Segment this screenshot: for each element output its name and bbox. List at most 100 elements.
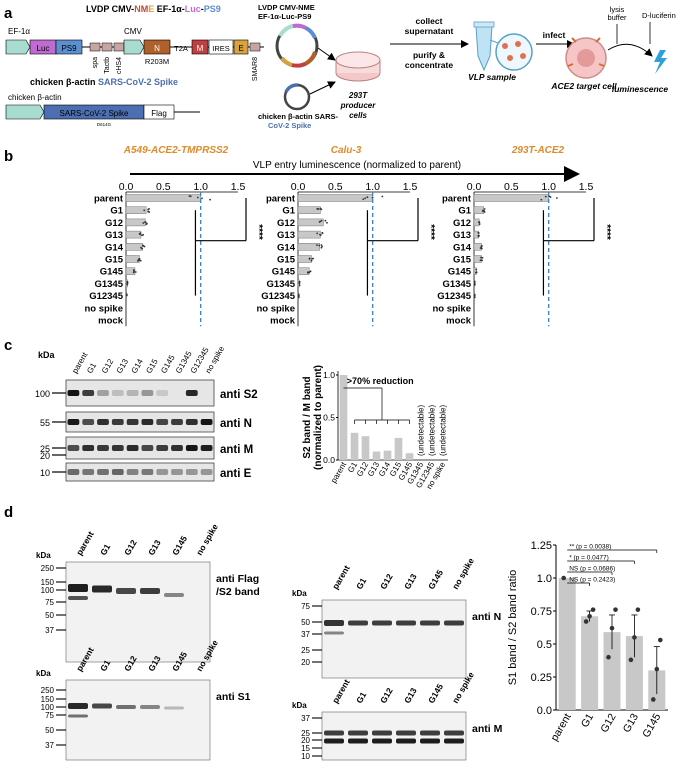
cmv-label: CMV [124,27,142,36]
category-label: G14 [105,242,124,253]
bar [603,632,621,710]
data-point [473,283,476,286]
category-label: G1 [110,206,123,217]
lane-label: G1 [354,690,368,705]
category-label: G1345 [442,279,471,290]
producer-cells-line3: cells [349,111,367,120]
blot-band [111,469,124,475]
vlp-sample-label: VLP sample [468,72,516,82]
panel-c-label: c [4,337,12,354]
blot-label: anti M [220,444,253,456]
data-point [473,294,476,296]
bar [473,267,477,275]
data-point [544,195,547,198]
blot-band [324,631,344,635]
blot-band [92,703,112,709]
data-point [587,613,592,619]
lane-label: no spike [194,522,220,557]
data-point [318,221,321,223]
bar [405,453,414,460]
data-point [483,208,486,210]
significance-stars: **** [253,224,264,240]
plasmid1-label-line1: LVDP CMV-NME [258,3,315,12]
data-point [473,296,476,299]
producer-dish-icon [335,51,381,82]
blot-band [171,469,183,475]
lane-label: G145 [170,534,189,557]
data-point [189,195,192,198]
lane-label: no spike [450,556,476,591]
x-tick-label: 0.0 [119,181,134,193]
significance-stars: **** [601,224,612,240]
blot-band [372,738,392,744]
cell-line-title-293t: 293T-ACE2 [511,145,565,156]
data-point [140,246,142,249]
category-label: parent [266,194,296,205]
x-tick-label: parent [549,711,574,743]
lane-label: G145 [426,568,445,591]
target-cell-icon [565,37,607,79]
category-label: parent [94,194,124,205]
data-point [475,268,478,271]
lane-label: G13 [115,357,131,375]
category-label: no spike [84,303,123,314]
category-label: G1345 [266,279,295,290]
blot-band [111,419,124,425]
blot-label: anti N [472,611,501,623]
lane-label: G12 [122,538,139,557]
significance-stars: **** [425,224,436,240]
kda-marker: 150 [41,695,55,704]
bar [125,267,136,275]
kda-marker: 75 [301,602,310,611]
blot-band [68,596,88,600]
blot-band [141,390,154,396]
bar [473,194,549,202]
blot-band [97,469,109,475]
lane-label: G13 [146,538,163,557]
category-label: G12 [277,218,295,229]
blot-band [171,445,183,451]
d614g-label: D614G [97,122,112,127]
chicken-actin-promoter-label: chicken β-actin [8,93,62,102]
blot-band [396,620,416,626]
blot-membrane [65,561,211,663]
category-label: G12 [453,218,471,229]
e-label: E [238,44,243,53]
blot-band [200,445,213,451]
data-point [144,221,146,224]
data-point [556,197,558,199]
bar [297,218,324,227]
category-label: no spike [256,303,295,314]
data-point [318,244,321,247]
blot-band [324,730,344,736]
insulator-chs4 [113,42,125,52]
blot-band [185,419,198,425]
plasmid2-label-line2: CoV-2 Spike [268,121,311,130]
lane-label: G1 [85,361,98,375]
m-box [191,39,209,55]
category-label: mock [446,316,472,327]
panel-d-label: d [4,504,13,521]
blot-band [141,469,154,475]
x-tick-label: 1.5 [579,181,594,193]
bar [125,243,143,251]
kda-marker: 250 [41,564,55,573]
kda-marker: 75 [45,598,54,607]
category-label: G12345 [261,291,296,302]
lysis-line2: buffer [607,13,627,22]
blot-band [111,390,124,396]
blot-band [156,390,169,396]
category-label: G145 [448,267,472,278]
insulator-tactb-label: Tactb [104,57,111,74]
insulator-tactb [101,42,113,52]
blot-band [444,730,464,736]
significance-label: NS (p = 0.0686) [569,566,615,573]
kda-marker: 37 [45,626,54,635]
category-label: G1 [458,206,471,217]
data-point [480,246,483,249]
lane-label: parent [330,563,352,591]
lane-label: G14 [130,357,146,375]
lane-label: parent [74,529,96,557]
data-point [196,196,199,199]
